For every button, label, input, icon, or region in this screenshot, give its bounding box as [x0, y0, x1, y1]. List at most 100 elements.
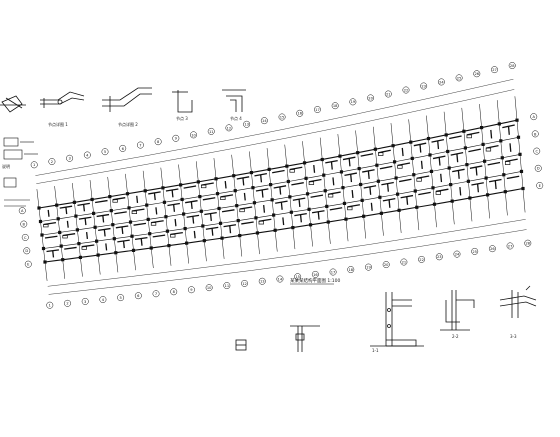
- axis-bubble: [117, 294, 125, 302]
- axis-bubble: [347, 266, 355, 274]
- beam: [362, 169, 375, 173]
- beam: [96, 213, 110, 218]
- beam: [418, 191, 431, 196]
- column: [468, 196, 472, 200]
- axis-bubble: [21, 233, 29, 241]
- column: [58, 230, 62, 235]
- column: [360, 198, 364, 202]
- column: [339, 170, 344, 174]
- axis-number: 14: [278, 277, 283, 281]
- beam: [174, 218, 177, 227]
- slab-opening: [170, 234, 176, 238]
- column: [429, 169, 434, 173]
- beam: [117, 239, 130, 243]
- slab-opening: [220, 196, 226, 200]
- beam: [299, 214, 302, 223]
- axis-number: 23: [437, 255, 442, 259]
- axis-number: 7: [155, 292, 157, 296]
- axis-number: 18: [348, 268, 353, 272]
- beam: [272, 169, 285, 174]
- axis-bubble: [471, 247, 479, 255]
- column: [428, 153, 432, 157]
- beam: [115, 225, 129, 229]
- beam: [382, 198, 396, 202]
- beam: [224, 180, 227, 189]
- axis-number: 27: [508, 244, 513, 248]
- beam: [397, 162, 411, 167]
- axis-bubble: [437, 78, 445, 86]
- beam: [294, 212, 307, 217]
- axis-number: 18: [333, 104, 338, 108]
- axis-letter: D: [25, 249, 28, 253]
- bottom-detail-small: [235, 339, 247, 351]
- slab-opening: [258, 220, 264, 225]
- axis-number: 23: [421, 84, 426, 88]
- beam: [329, 207, 343, 211]
- beam: [173, 204, 176, 212]
- grid-line-longitudinal: [41, 154, 521, 236]
- beam: [65, 207, 68, 215]
- column: [78, 255, 83, 259]
- column: [125, 192, 130, 196]
- axis-bubble: [365, 263, 372, 271]
- axis-number: 24: [439, 80, 444, 84]
- dimension-line: [35, 79, 514, 176]
- detail-label-1: 节点详图 1: [48, 121, 68, 127]
- column: [182, 212, 186, 216]
- beam: [148, 191, 161, 195]
- beam: [192, 216, 195, 224]
- axis-bubble: [536, 182, 544, 189]
- axis-number: 8: [173, 290, 176, 294]
- column: [167, 243, 171, 248]
- axis-bubble: [205, 284, 213, 292]
- axis-number: 5: [119, 296, 121, 300]
- beam: [457, 170, 460, 179]
- column: [307, 207, 311, 211]
- column: [72, 200, 77, 204]
- beam: [291, 182, 304, 186]
- column: [308, 223, 313, 227]
- beam: [201, 182, 214, 186]
- beam: [420, 160, 423, 170]
- axis-bubble: [506, 242, 514, 250]
- beam: [77, 202, 90, 206]
- column: [95, 239, 99, 243]
- column: [127, 206, 131, 210]
- beam: [84, 218, 87, 226]
- beam-marks: [43, 124, 520, 258]
- axis-bubble: [170, 288, 178, 296]
- column: [479, 125, 484, 130]
- beam: [102, 215, 105, 223]
- beam: [242, 177, 245, 186]
- axis-bubble: [101, 148, 109, 156]
- axis-letter: A: [21, 209, 24, 213]
- beam: [185, 200, 198, 204]
- axis-bubble: [491, 66, 498, 74]
- axis-bubble: [278, 113, 286, 121]
- beam: [381, 181, 394, 186]
- beam: [82, 204, 86, 212]
- beam: [165, 188, 179, 192]
- beam: [105, 243, 108, 251]
- axis-bubbles: 1122334455667788991010111112121313141415…: [18, 62, 544, 309]
- axis-number: 3: [84, 300, 86, 304]
- column: [497, 122, 501, 126]
- beam: [223, 224, 237, 228]
- beam: [449, 135, 462, 140]
- beam: [475, 167, 478, 176]
- axis-bubble: [349, 98, 357, 106]
- axis-number: 10: [191, 133, 196, 137]
- beam: [152, 234, 166, 238]
- slab-opening: [131, 210, 137, 214]
- column: [128, 220, 133, 224]
- slab-opening: [43, 224, 49, 228]
- column: [112, 237, 116, 241]
- section-detail-1: [370, 292, 424, 347]
- column: [255, 231, 260, 235]
- axis-bubble: [533, 147, 541, 155]
- column: [93, 225, 97, 229]
- beam: [419, 144, 422, 153]
- axis-letter: A: [532, 115, 535, 119]
- axis-bubble: [420, 82, 428, 90]
- axis-bubble: [81, 297, 89, 305]
